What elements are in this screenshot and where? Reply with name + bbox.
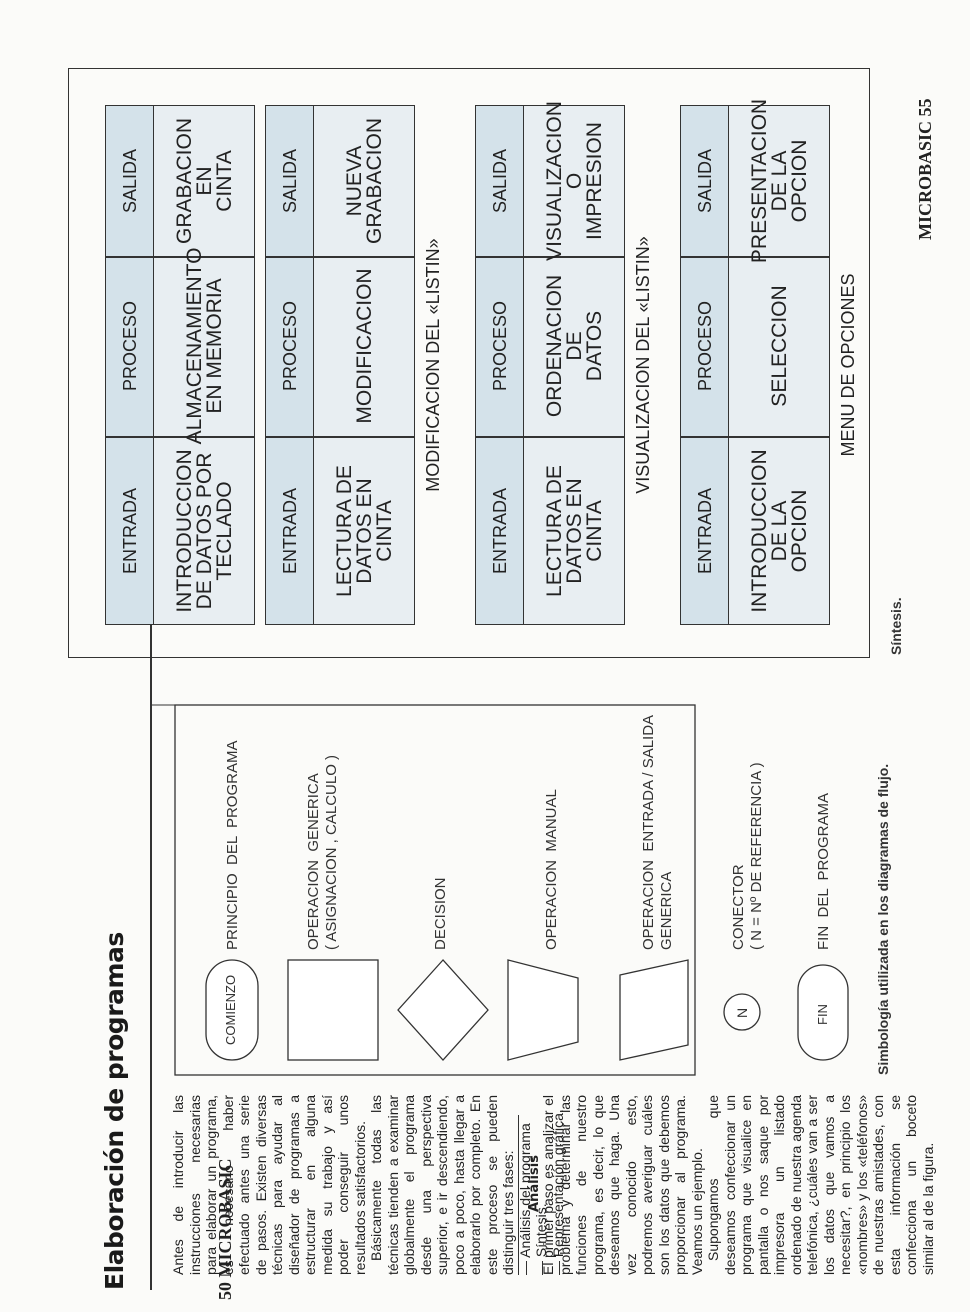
terminal-start-shape [205, 959, 259, 1061]
column-header-text: PROCESO [695, 300, 715, 392]
diagram-cell-text: ALMACENAMIENTO EN MEMORIA [183, 247, 226, 445]
symbol-label-end: FIN DEL PROGRAMA [815, 793, 832, 950]
diagram-title: MENU DE OPCIONES [838, 273, 858, 457]
column-header-text: PROCESO [280, 300, 300, 392]
io-shape [619, 959, 689, 1061]
synthesis-figure-frame [68, 68, 870, 658]
diagram-cell: VISUALIZACION O IMPRESION [524, 101, 626, 261]
diagram-cell: INTRODUCCION DE LA OPCION [729, 436, 831, 626]
column-header-text: SALIDA [695, 148, 715, 214]
column-header: PROCESO [681, 256, 729, 436]
column-header: PROCESO [266, 256, 314, 436]
header-strip [106, 106, 154, 624]
column-separator [476, 256, 624, 258]
column-header: SALIDA [266, 106, 314, 256]
column-separator [106, 256, 254, 258]
diagram-cell-text: MODIFICACION [353, 268, 376, 424]
column-separator [266, 436, 414, 438]
column-header: ENTRADA [476, 436, 524, 626]
diagram-cell-text: ORDENACION DE DATOS [543, 274, 606, 418]
title-rule [150, 105, 152, 1290]
decision-shape [397, 959, 489, 1061]
diagram-title: VISUALIZACION DEL «LISTIN» [633, 236, 653, 494]
figure-caption-right: Síntesis. [888, 597, 904, 655]
symbol-label-decision: DECISION [432, 877, 449, 950]
symbol-label-io: OPERACION ENTRADA / SALIDA GENERICA [640, 714, 675, 950]
column-header: SALIDA [476, 106, 524, 256]
header-strip [266, 106, 314, 624]
symbol-label-manual: OPERACION MANUAL [543, 789, 560, 950]
column-header: SALIDA [681, 106, 729, 256]
symbol-label-process: OPERACION GENERICA ( ASIGNACION , CALCUL… [305, 754, 340, 950]
column-header: PROCESO [476, 256, 524, 436]
diagram-3: ENTRADA LECTURA DE DATOS EN CINTA PROCESO O… [475, 101, 626, 626]
diagram-cell-text: PRESENTACION DE LA OPCION [748, 98, 811, 264]
diagram-4: ENTRADA INTRODUCCION DE LA OPCION PROCESO S… [680, 99, 831, 626]
symbol-label-connector: CONECTOR ( N = Nº DE REFERENCIA ) [730, 762, 765, 950]
diagram-cell: MODIFICACION [314, 256, 416, 436]
header-strip [476, 106, 524, 624]
diagram-cell-text: INTRODUCCION DE DATOS POR TECLADO [173, 449, 236, 613]
connector-shape [723, 993, 761, 1031]
diagram-2: ENTRADA LECTURA DE DATOS EN CINTA PROCESO M… [265, 105, 415, 625]
diagram-title: MODIFICACION DEL «LISTIN» [423, 238, 443, 492]
column-header: SALIDA [106, 106, 154, 256]
diagram-cell: LECTURA DE DATOS EN CINTA [314, 436, 416, 626]
connector-shape-text: N [734, 1007, 750, 1018]
column-header-text: PROCESO [490, 300, 510, 392]
column-separator [681, 436, 829, 438]
column-header-text: SALIDA [490, 148, 510, 214]
column-header-text: SALIDA [280, 148, 300, 214]
column-header-text: PROCESO [120, 300, 140, 392]
column-header: PROCESO [106, 256, 154, 436]
section-rule [518, 1115, 519, 1275]
diagram-1: ENTRADA INTRODUCCION DE DATOS POR TECLADO… [105, 105, 255, 625]
diagram-cell: NUEVA GRABACION [314, 106, 416, 256]
diagram-cell-text: VISUALIZACION O IMPRESION [543, 101, 606, 261]
start-shape-text: COMIENZO [223, 974, 238, 1045]
right-folio: MICROBASIC 55 [915, 98, 935, 240]
column-header-text: ENTRADA [280, 487, 300, 575]
diagram-cell-text: SELECCION [768, 285, 791, 407]
diagram-cell-text: NUEVA GRABACION [343, 117, 386, 245]
column-separator [476, 436, 624, 438]
column-header-text: ENTRADA [695, 487, 715, 575]
symbol-label-start: PRINCIPIO DEL PROGRAMA [224, 740, 241, 950]
diagram-cell: PRESENTACION DE LA OPCION [729, 99, 831, 263]
diagram-cell-text: LECTURA DE DATOS EN CINTA [333, 465, 396, 597]
diagram-cell: SELECCION [729, 256, 831, 436]
column-separator [266, 256, 414, 258]
diagram-cell: GRABACION EN CINTA [154, 106, 256, 256]
diagram-cell-text: GRABACION EN CINTA [173, 117, 236, 245]
diagram-cell: ORDENACION DE DATOS [524, 256, 626, 436]
column-header: ENTRADA [266, 436, 314, 626]
column-header: ENTRADA [106, 436, 154, 626]
figure-caption-left: Simbología utilizada en los diagramas de… [875, 763, 891, 1075]
header-strip [681, 106, 729, 624]
diagram-cell-text: LECTURA DE DATOS EN CINTA [543, 465, 606, 597]
process-shape [287, 959, 379, 1061]
column-header-text: SALIDA [120, 148, 140, 214]
column-header: ENTRADA [681, 436, 729, 626]
diagram-cell: LECTURA DE DATOS EN CINTA [524, 436, 626, 626]
manual-operation-shape [507, 959, 579, 1061]
diagram-cell: ALMACENAMIENTO EN MEMORIA [154, 248, 256, 445]
column-separator [681, 256, 829, 258]
column-separator [106, 436, 254, 438]
column-header-text: ENTRADA [490, 487, 510, 575]
terminal-end-shape [797, 964, 849, 1061]
diagram-cell-text: INTRODUCCION DE LA OPCION [748, 449, 811, 613]
column-header-text: ENTRADA [120, 487, 140, 575]
end-shape-text: FIN [815, 1004, 830, 1025]
diagram-cell: INTRODUCCION DE DATOS POR TECLADO [154, 436, 256, 626]
